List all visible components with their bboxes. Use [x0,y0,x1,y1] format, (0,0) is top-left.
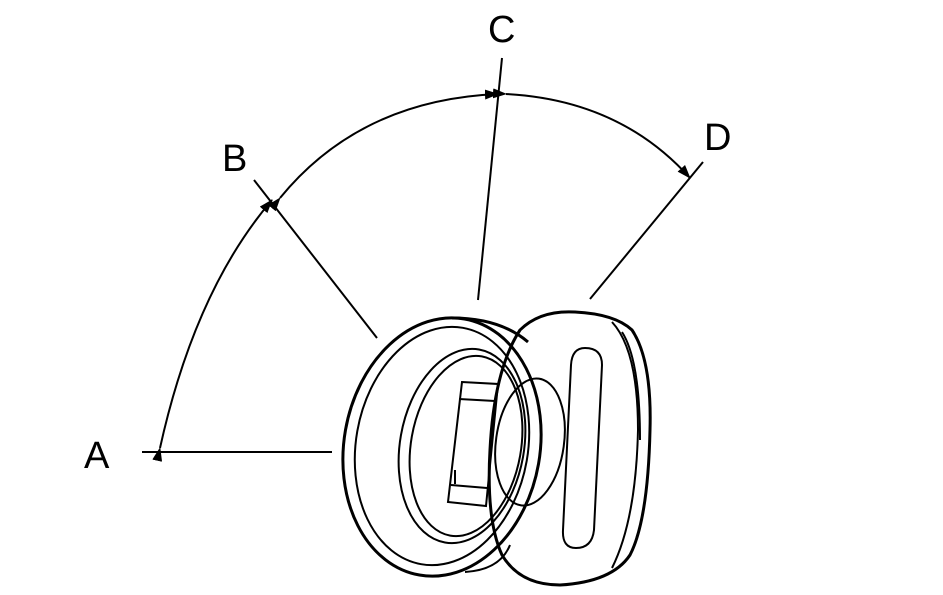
position-line-b [253,179,378,339]
arc-b-to-c [267,89,499,212]
label-d: D [704,117,731,159]
arc-a-to-b [152,199,273,462]
position-line-d [589,161,704,300]
arc-c-to-d [492,88,691,179]
label-b: B [222,138,247,180]
label-a: A [84,435,110,477]
key-head [487,310,652,587]
lock-cylinder [341,316,543,578]
label-c: C [488,9,515,51]
